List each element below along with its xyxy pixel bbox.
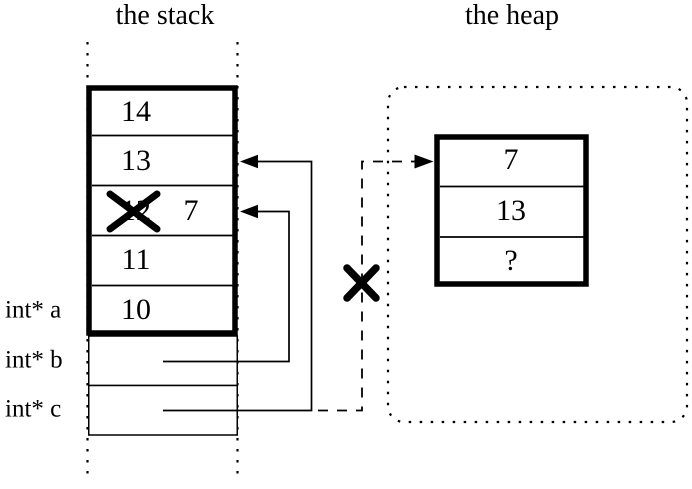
heap-region-dotted-border [386,85,689,424]
stack-cell-replacement-value: 7 [183,193,199,227]
stack-cell-value: 11 [121,242,151,276]
invalid-pointer-x-icon [343,264,380,302]
pointer-c-line [163,160,313,412]
stack-cell-value: 10 [121,292,151,326]
stack-cell-value: 13 [121,143,151,177]
heap-cell-value: 7 [503,142,519,176]
stack-frame-box [86,85,238,336]
pointer-c-arrowhead-icon [240,154,258,169]
heap-cell-value: ? [504,243,518,277]
stack-cell-value: 14 [121,94,151,128]
pointer-c-label: int* c [5,395,62,423]
pointer-a-label: int* a [5,296,62,324]
heap-title: the heap [464,0,560,31]
dangling-heap-pointer-dashed-arrow [318,154,434,412]
dangling-pointer-arrowhead-icon [414,154,434,169]
stack-title: the stack [115,0,215,31]
pointer-c-arrow [163,154,313,412]
pointer-b-arrowhead-icon [240,204,258,219]
pointer-b-label: int* b [5,346,63,374]
heap-cell-value: 13 [496,193,526,227]
dangling-pointer-dashed-line [318,160,416,412]
pointer-b-line [163,210,290,363]
heap-object-box [434,134,589,287]
pointer-b-arrow [163,204,290,363]
crossed-out-value-x-icon [106,190,161,233]
